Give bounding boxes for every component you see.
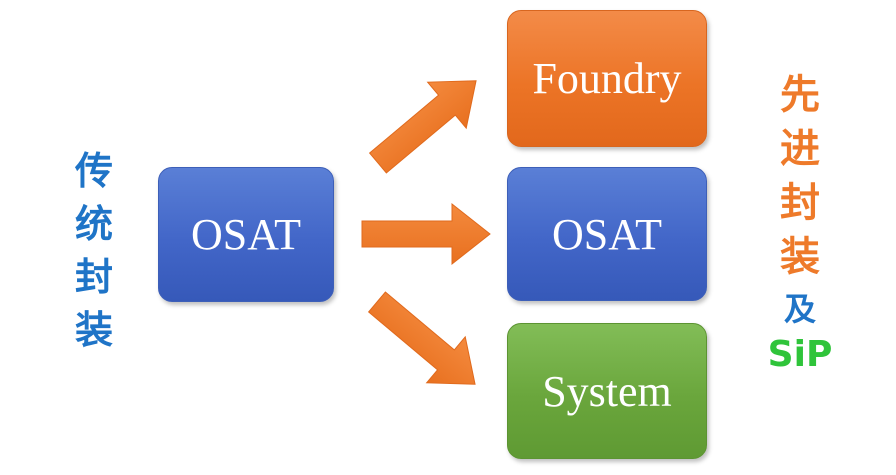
- system-label: System: [542, 366, 672, 416]
- arrow-to-osat: [361, 202, 491, 266]
- arrow-to-system: [367, 291, 476, 385]
- right-label-char: 进: [780, 126, 820, 172]
- left-label-char: 装: [74, 308, 113, 352]
- right-label-char: 装: [780, 234, 820, 280]
- traditional-packaging-label: 传 统 封 装: [66, 152, 122, 364]
- left-label-char: 传: [74, 149, 113, 193]
- osat-target-box: OSAT: [507, 167, 707, 301]
- arrow-to-foundry: [368, 80, 477, 174]
- osat-target-label: OSAT: [551, 209, 663, 259]
- osat-source-box: OSAT: [158, 167, 334, 302]
- right-label-sip: SiP: [767, 334, 833, 375]
- osat-source-label: OSAT: [190, 210, 302, 259]
- right-label-char: 先: [780, 72, 820, 118]
- advanced-packaging-label: 先 进 封 装 及 SiP: [767, 72, 833, 375]
- foundry-box: Foundry: [507, 10, 707, 147]
- system-box: System: [507, 323, 707, 459]
- foundry-label: Foundry: [532, 54, 682, 103]
- right-label-char: 封: [780, 180, 820, 226]
- left-label-char: 封: [74, 255, 113, 299]
- left-label-char: 统: [74, 202, 113, 246]
- right-label-conjunction: 及: [783, 290, 816, 328]
